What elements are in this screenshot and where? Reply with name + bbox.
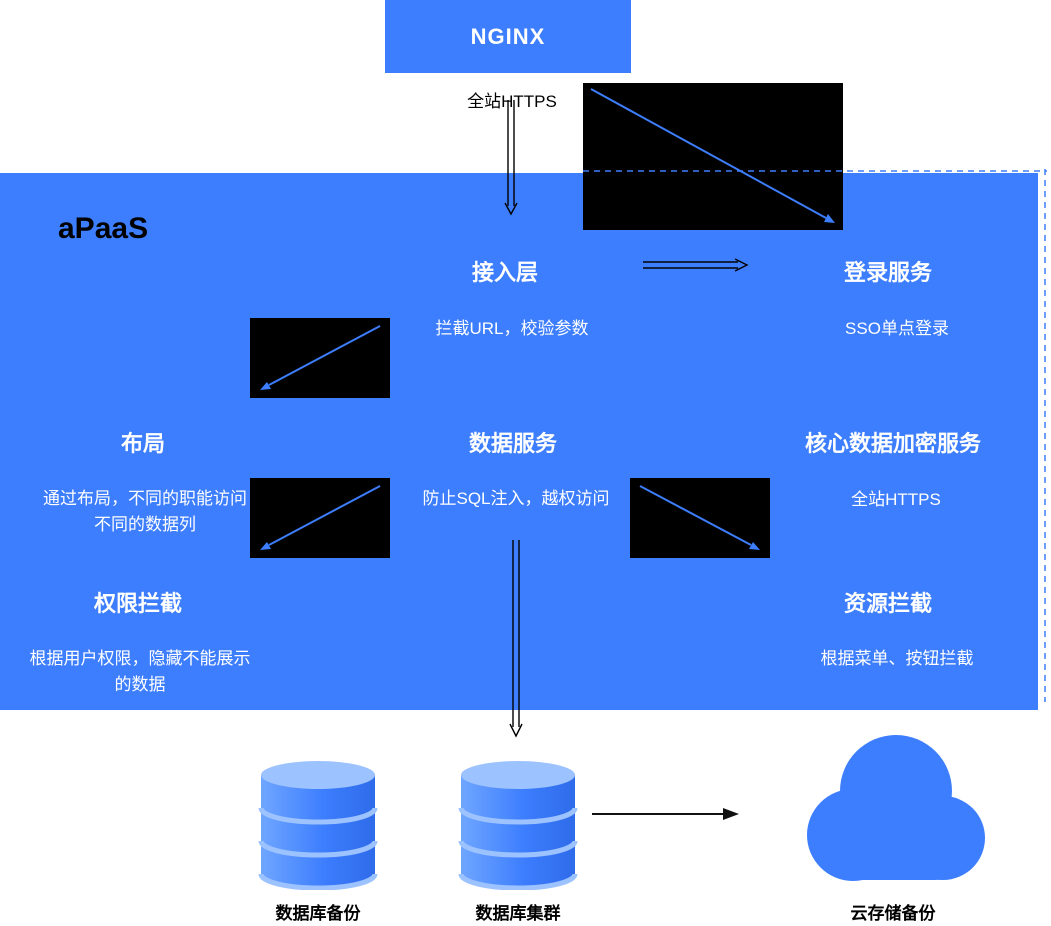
arrow-image-placeholder-left-upper [250, 318, 390, 398]
node-encryption-subtitle: 全站HTTPS [851, 490, 941, 509]
node-access-subtitle: 拦截URL，校验参数 [435, 319, 589, 338]
arrow-image-placeholder-left-lower [250, 478, 390, 558]
db-backup-label: 数据库备份 [275, 904, 361, 923]
double-line-down-arrow-icon [504, 100, 518, 216]
cloud-icon [804, 735, 985, 894]
arrow-image-placeholder-top-right [583, 83, 843, 230]
node-login-subtitle: SSO单点登录 [845, 319, 949, 338]
diagonal-blue-arrow-icon [260, 325, 381, 390]
node-access-title: 接入层 [471, 260, 538, 285]
nginx-node: NGINX [385, 0, 631, 73]
node-layout-title: 布局 [120, 431, 165, 456]
node-encryption-title: 核心数据加密服务 [804, 431, 981, 456]
nginx-label: NGINX [470, 23, 546, 49]
node-login-title: 登录服务 [843, 260, 932, 285]
node-layout-subtitle-line2: 不同的数据列 [94, 515, 196, 534]
node-resource-subtitle: 根据菜单、按钮拦截 [820, 649, 974, 668]
diagonal-blue-arrow-icon [639, 485, 760, 550]
apaas-label: aPaaS [58, 212, 149, 245]
node-permission-subtitle-line2: 的数据 [114, 675, 166, 694]
database-cylinder-icon [458, 761, 578, 890]
database-cylinder-icon [258, 761, 378, 890]
https-caption: 全站HTTPS [467, 92, 557, 111]
diagonal-blue-arrow-icon [260, 485, 381, 550]
double-line-right-arrow-icon [643, 258, 749, 272]
db-cluster-label: 数据库集群 [475, 904, 561, 923]
cloud-backup-label: 云存储备份 [850, 904, 936, 923]
dashed-border-top [583, 170, 1047, 172]
node-permission-subtitle: 根据用户权限，隐藏不能展示 的数据 [0, 646, 290, 698]
node-permission-title: 权限拦截 [93, 591, 182, 616]
node-data-service-subtitle: 防止SQL注入，越权访问 [422, 489, 610, 508]
double-line-down-arrow-icon [509, 540, 523, 738]
arrow-image-placeholder-right-lower [630, 478, 770, 558]
diagonal-blue-arrow-icon [590, 88, 835, 223]
dashed-border-right [1044, 169, 1046, 702]
node-resource-title: 资源拦截 [843, 591, 932, 616]
node-permission-subtitle-line1: 根据用户权限，隐藏不能展示 [29, 649, 251, 668]
node-data-service-title: 数据服务 [468, 431, 557, 456]
node-layout-subtitle: 通过布局，不同的职能访问 不同的数据列 [0, 486, 295, 538]
right-arrow-icon [592, 808, 739, 820]
node-layout-subtitle-line1: 通过布局，不同的职能访问 [43, 489, 247, 508]
